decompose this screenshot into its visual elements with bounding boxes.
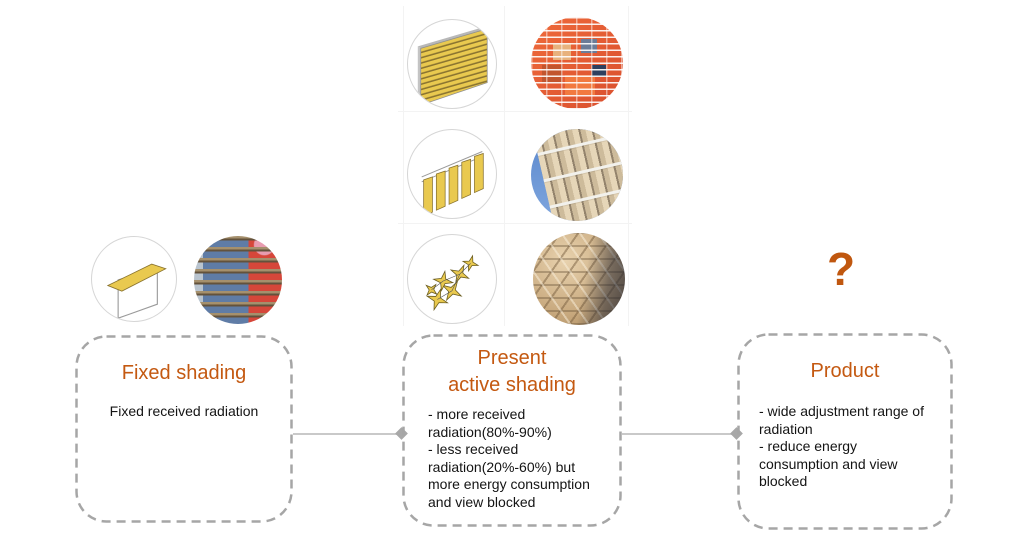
connector-line-1: [293, 433, 402, 435]
present-active-shading-title: Present active shading: [448, 347, 576, 396]
overhang-facade-photo: [194, 236, 282, 324]
origami-diagram-drawing: [425, 254, 480, 312]
grid-line: [398, 223, 632, 224]
grid-line: [403, 6, 404, 326]
orange-louver-facade-photo: [531, 17, 623, 109]
connector-line-2: [622, 433, 737, 435]
grid-line: [398, 111, 632, 112]
horizontal-louvers-diagram-icon: [407, 19, 497, 109]
product-box: Product - wide adjustment range of radia…: [737, 333, 953, 530]
fins-diagram-drawing: [421, 151, 484, 217]
fixed-shading-title: Fixed shading: [121, 362, 247, 384]
question-mark: ?: [826, 243, 856, 295]
fixed-shading-body: Fixed received radiation: [109, 403, 259, 419]
product-body: - wide adjustment range of radiation - r…: [759, 403, 924, 489]
product-title: Product: [810, 360, 880, 382]
horizontal-overhang-diagram-icon: [91, 236, 177, 322]
vertical-fins-facade-photo: [531, 129, 623, 221]
grid-line: [628, 6, 629, 326]
origami-facade-photo: [533, 233, 625, 325]
vertical-fins-diagram-icon: [407, 129, 497, 219]
fins-texture: [531, 129, 623, 221]
dashed-frame: [75, 335, 293, 523]
dashed-frame: [402, 334, 622, 527]
fixed-shading-box: Fixed shading Fixed received radiation: [75, 335, 293, 523]
grid-line: [504, 6, 505, 326]
present-active-shading-body: - more received radiation(80%-90%) - les…: [428, 406, 590, 510]
louvers-diagram-drawing: [417, 26, 488, 106]
origami-shading-diagram-icon: [407, 234, 497, 324]
present-active-shading-box: Present active shading - more received r…: [402, 334, 622, 527]
overhang-diagram-drawing: [106, 263, 167, 319]
dashed-frame: [737, 333, 953, 530]
